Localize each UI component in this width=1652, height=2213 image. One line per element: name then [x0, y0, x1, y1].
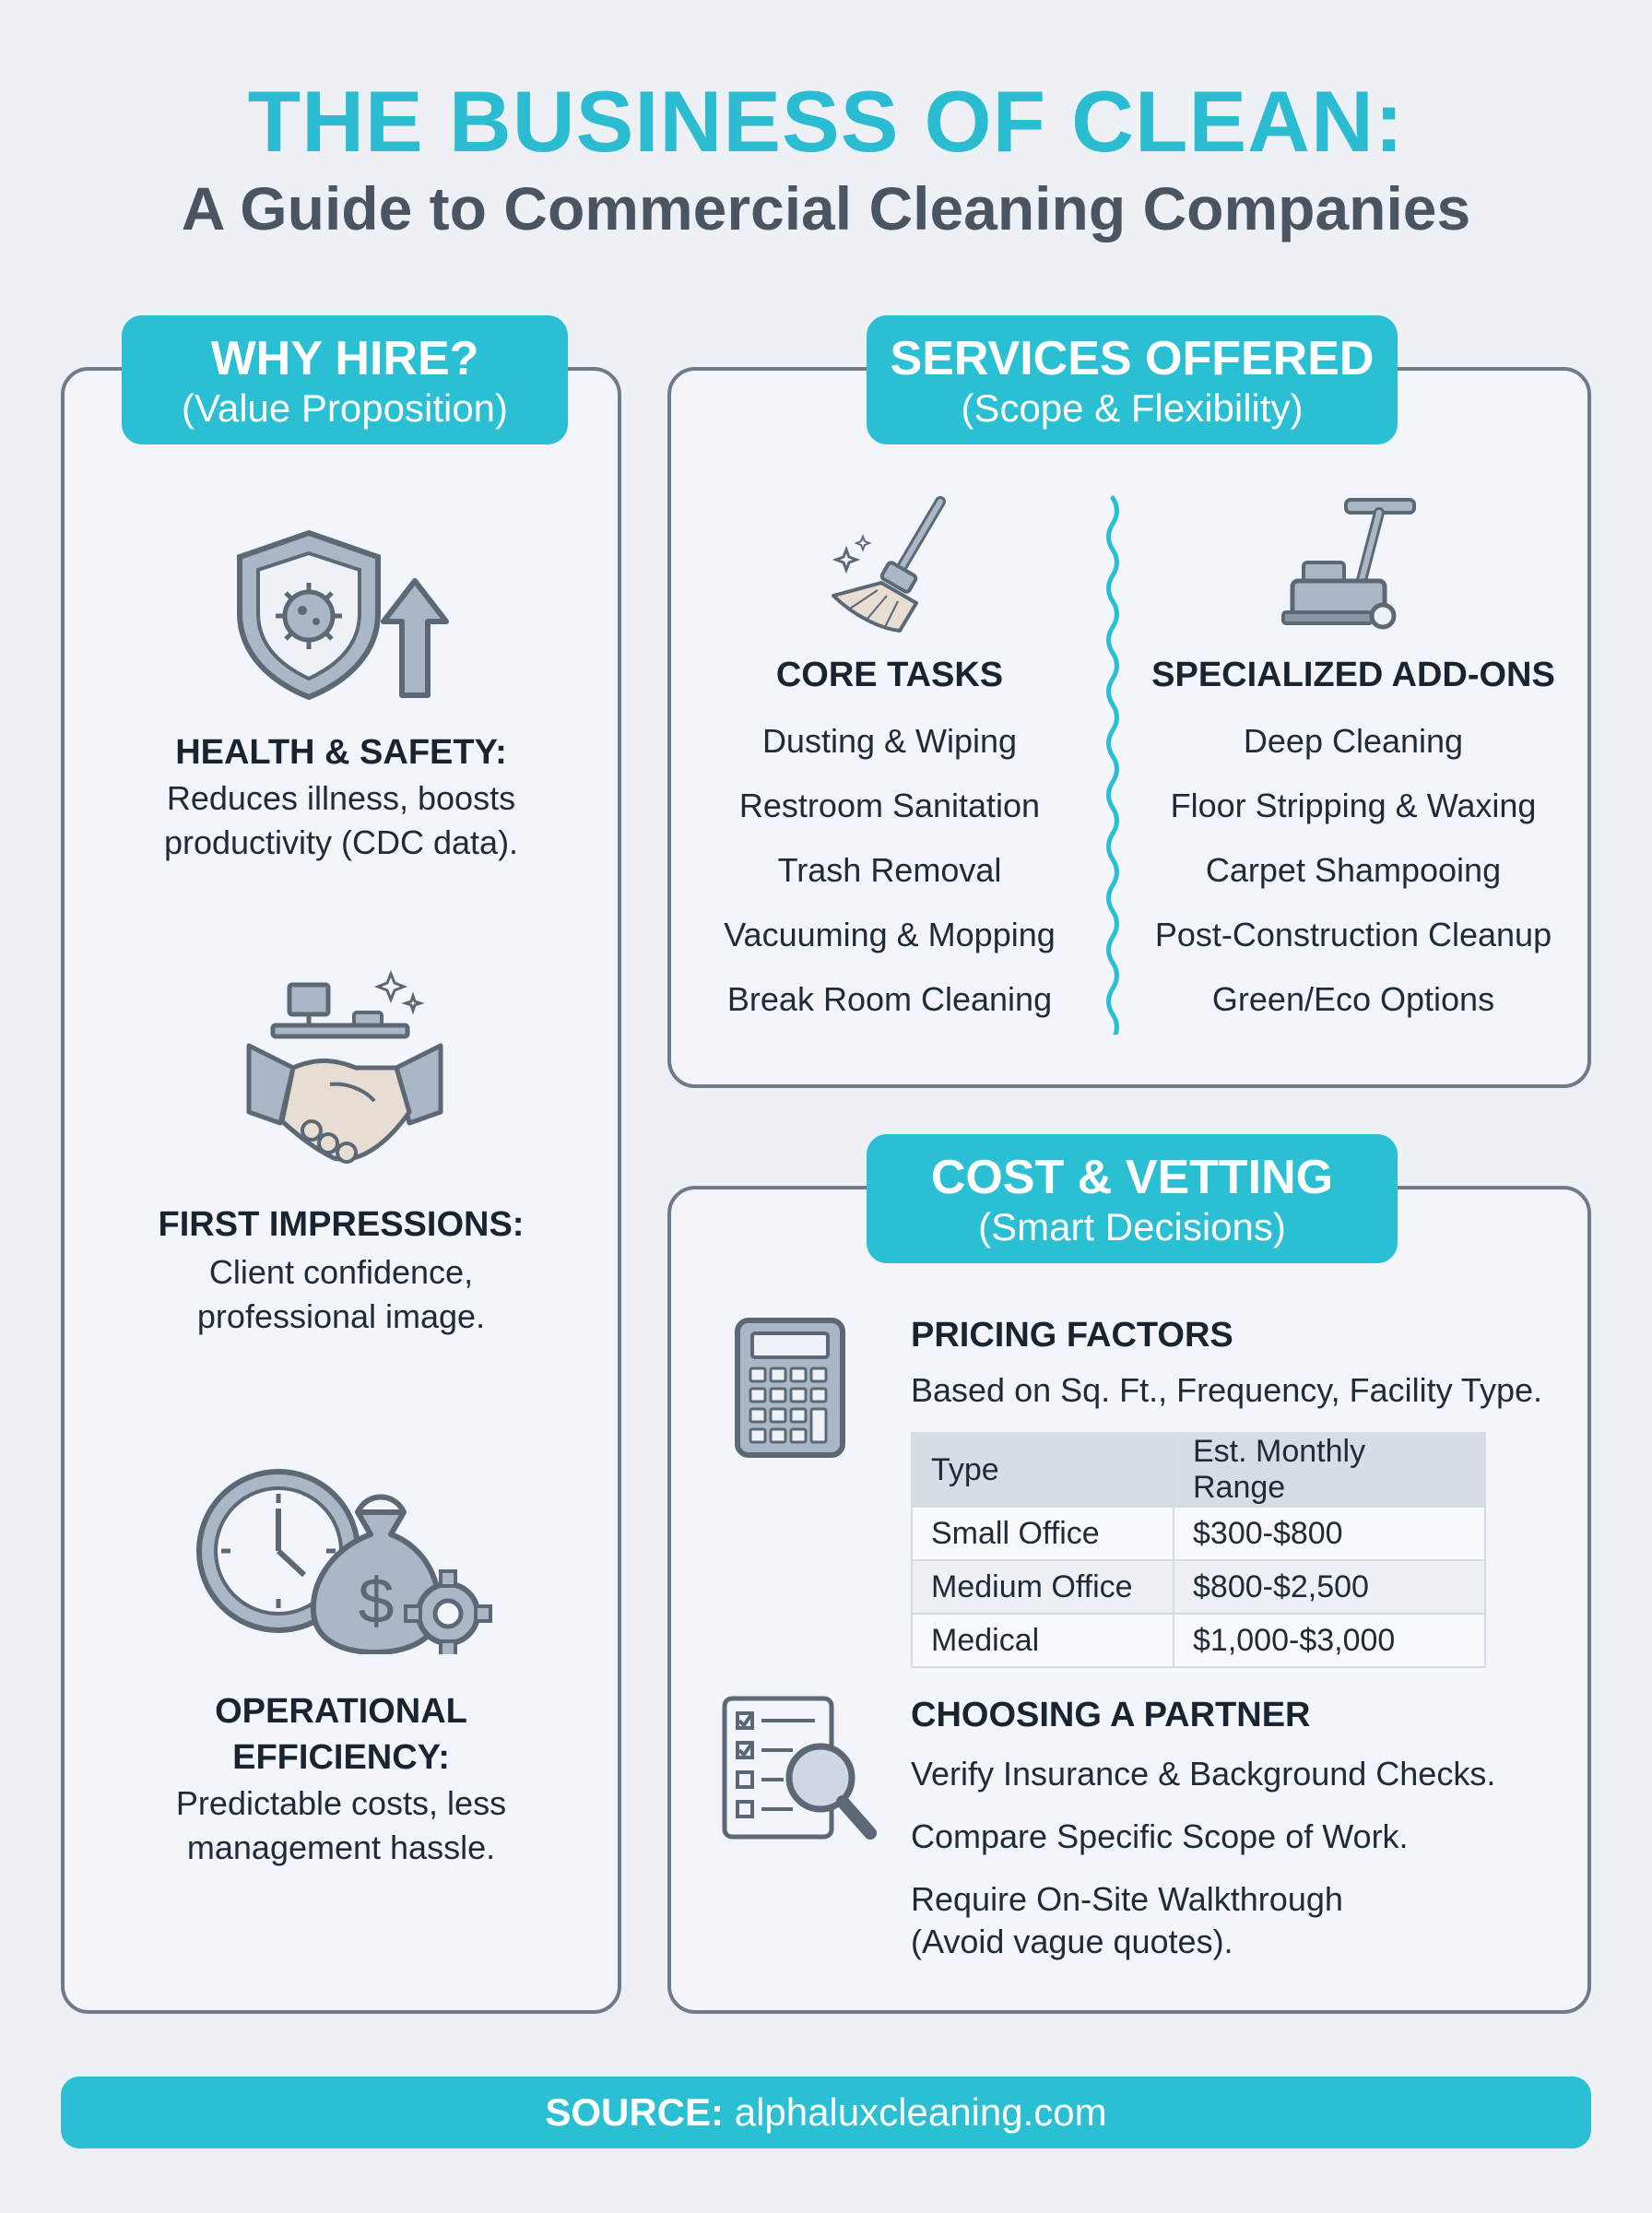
core-task-item: Restroom Sanitation [738, 787, 1041, 824]
operational-efficiency-text-1: Predictable costs, less [175, 1784, 507, 1822]
add-on-item: Post-Construction Cleanup [1154, 916, 1552, 953]
services-subtitle: (Scope & Flexibility) [961, 386, 1304, 430]
core-task-item: Dusting & Wiping [761, 722, 1018, 760]
page-title: THE BUSINESS OF CLEAN: [247, 73, 1405, 170]
calculator-icon [735, 1318, 845, 1458]
table-cell: $1,000-$3,000 [1173, 1613, 1486, 1668]
partner-item: Verify Insurance & Background Checks. [911, 1755, 1496, 1793]
table-header-range: Est. Monthly Range [1173, 1432, 1486, 1508]
pricing-factors-text: Based on Sq. Ft., Frequency, Facility Ty… [911, 1371, 1542, 1409]
why-hire-subtitle: (Value Proposition) [181, 386, 509, 430]
add-on-item: Deep Cleaning [1243, 722, 1464, 760]
handshake-desk-icon [246, 969, 443, 1164]
source-url[interactable]: alphaluxcleaning.com [734, 2090, 1107, 2134]
table-row: Medium Office $800-$2,500 [911, 1559, 1486, 1615]
source-label: SOURCE: [545, 2090, 725, 2134]
svg-text:$: $ [359, 1565, 395, 1637]
cost-subtitle: (Smart Decisions) [978, 1205, 1286, 1249]
first-impressions-text-1: Client confidence, [208, 1253, 474, 1291]
checklist-magnifier-icon [722, 1696, 877, 1840]
pricing-table: Type Est. Monthly Range Small Office $30… [911, 1432, 1486, 1668]
core-task-item: Vacuuming & Mopping [724, 916, 1056, 953]
core-task-item: Trash Removal [777, 851, 1002, 889]
first-impressions-text-2: professional image. [196, 1297, 486, 1335]
table-header-type: Type [911, 1432, 1174, 1508]
cost-title: COST & VETTING [930, 1151, 1334, 1204]
table-cell: Medical [911, 1613, 1174, 1668]
services-panel [667, 367, 1591, 1088]
table-cell: Small Office [911, 1506, 1174, 1561]
table-cell: $300-$800 [1173, 1506, 1486, 1561]
partner-item: Compare Specific Scope of Work. [911, 1817, 1409, 1855]
page-subtitle: A Guide to Commercial Cleaning Companies [181, 174, 1471, 243]
why-hire-title: WHY HIRE? [210, 332, 479, 385]
table-header-row: Type Est. Monthly Range [911, 1432, 1486, 1508]
pricing-factors-heading: PRICING FACTORS [911, 1316, 1233, 1355]
services-badge: SERVICES OFFERED (Scope & Flexibility) [867, 315, 1398, 444]
add-ons-heading: SPECIALIZED ADD-ONS [1151, 656, 1555, 694]
choosing-partner-heading: CHOOSING A PARTNER [911, 1696, 1311, 1734]
first-impressions-heading: FIRST IMPRESSIONS: [158, 1205, 525, 1244]
services-title: SERVICES OFFERED [890, 332, 1375, 385]
cost-badge: COST & VETTING (Smart Decisions) [867, 1134, 1398, 1263]
core-task-item: Break Room Cleaning [726, 980, 1053, 1018]
add-on-item: Carpet Shampooing [1205, 851, 1502, 889]
floor-machine-icon [1281, 498, 1416, 630]
operational-efficiency-heading-1: OPERATIONAL [215, 1692, 467, 1731]
health-safety-text-1: Reduces illness, boosts [166, 779, 516, 817]
table-row: Medical $1,000-$3,000 [911, 1613, 1486, 1668]
table-cell: Medium Office [911, 1559, 1174, 1615]
add-on-item: Floor Stripping & Waxing [1170, 787, 1537, 824]
clock-money-gear-icon: $ [196, 1469, 492, 1654]
operational-efficiency-heading-2: EFFICIENCY: [232, 1738, 450, 1777]
add-on-item: Green/Eco Options [1211, 980, 1495, 1018]
operational-efficiency-text-2: management hassle. [186, 1828, 496, 1866]
why-hire-badge: WHY HIRE? (Value Proposition) [122, 315, 568, 444]
partner-item: (Avoid vague quotes). [911, 1923, 1233, 1960]
wavy-divider [1106, 495, 1119, 1035]
partner-item: Require On-Site Walkthrough [911, 1880, 1343, 1918]
health-safety-heading: HEALTH & SAFETY: [175, 733, 507, 772]
health-safety-text-2: productivity (CDC data). [163, 823, 519, 861]
table-row: Small Office $300-$800 [911, 1506, 1486, 1561]
broom-icon [832, 496, 946, 633]
core-tasks-heading: CORE TASKS [775, 656, 1004, 694]
shield-virus-arrow-icon [237, 529, 449, 701]
source-footer: SOURCE: alphaluxcleaning.com [61, 2077, 1591, 2148]
table-cell: $800-$2,500 [1173, 1559, 1486, 1615]
